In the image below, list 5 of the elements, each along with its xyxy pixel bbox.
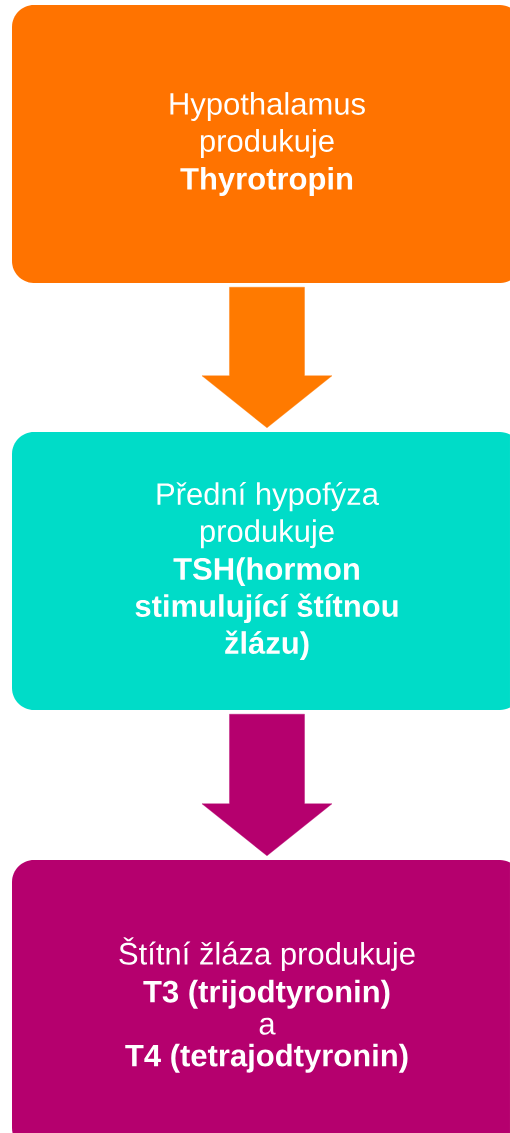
process-box: Přední hypofýza produkuje TSH(hormon stimulující štítnou žlázu) <box>12 432 510 710</box>
process-box: Hypothalamus produkuje Thyrotropin <box>12 5 510 283</box>
block-arrow <box>201 287 333 428</box>
process-box: Štítní žláza produkuje T3 (trijodtyronin) a T4 (tetrajodtyronin) <box>12 860 510 1133</box>
block-arrow <box>201 714 333 856</box>
